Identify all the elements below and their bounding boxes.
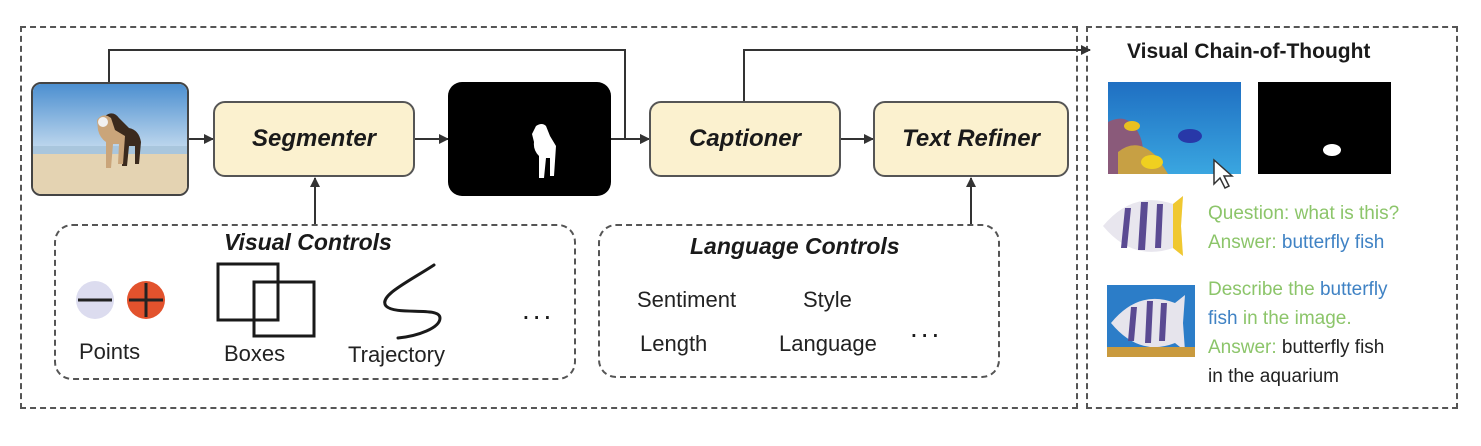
arrow-captioner-to-cot xyxy=(743,45,1091,101)
language-label: Language xyxy=(779,331,877,356)
language-controls-title: Language Controls xyxy=(690,233,900,259)
captioner-module: Captioner xyxy=(649,101,841,177)
language-controls-ellipsis: ... xyxy=(910,312,943,343)
fish-crop-1 xyxy=(1097,190,1195,262)
qa2-line1-blue: butterfly xyxy=(1319,279,1388,300)
qa2-text: Describe the butterfly fish in the image… xyxy=(1208,275,1388,391)
visual-controls-title: Visual Controls xyxy=(224,229,392,255)
boxes-label: Boxes xyxy=(224,341,286,366)
arrow-image-skip-line xyxy=(108,49,626,139)
points-icon xyxy=(76,281,165,319)
qa1-text: Question: what is this? Answer: butterfl… xyxy=(1208,199,1399,257)
qa2-line2-blue: fish xyxy=(1208,308,1238,329)
text-refiner-module: Text Refiner xyxy=(873,101,1069,177)
segmenter-module: Segmenter xyxy=(213,101,415,177)
aquarium-image xyxy=(1108,82,1241,174)
qa2-line1-prefix: Describe the xyxy=(1208,279,1320,300)
text-refiner-label: Text Refiner xyxy=(902,125,1040,152)
qa1-question: Question: what is this? xyxy=(1208,203,1400,224)
cot-container xyxy=(1086,26,1458,409)
language-controls-box xyxy=(598,224,1000,378)
trajectory-icon xyxy=(383,263,442,340)
sentiment-label: Sentiment xyxy=(637,287,737,312)
style-label: Style xyxy=(803,287,852,312)
visual-controls-ellipsis: ... xyxy=(522,294,555,325)
fish-crop-2 xyxy=(1107,285,1195,357)
segmenter-label: Segmenter xyxy=(251,125,377,152)
qa1-answer: butterfly fish xyxy=(1281,232,1385,253)
qa2-answer-prefix: Answer: xyxy=(1208,337,1282,358)
fish-mask-image xyxy=(1258,82,1391,174)
input-image xyxy=(31,82,189,196)
points-label: Points xyxy=(79,339,141,364)
length-label: Length xyxy=(640,331,708,356)
qa2-answer-line2: in the aquarium xyxy=(1208,366,1339,387)
qa2-line2-rest: in the image. xyxy=(1237,308,1352,329)
qa1-answer-prefix: Answer: xyxy=(1208,232,1282,253)
pipeline-container xyxy=(20,26,1078,409)
mask-image xyxy=(448,82,611,196)
cot-title: Visual Chain-of-Thought xyxy=(1127,40,1371,63)
captioner-label: Captioner xyxy=(688,125,801,152)
visual-controls-box xyxy=(54,224,576,380)
boxes-icon xyxy=(216,262,316,338)
trajectory-label: Trajectory xyxy=(348,342,445,367)
qa2-answer-line1: butterfly fish xyxy=(1281,337,1385,358)
